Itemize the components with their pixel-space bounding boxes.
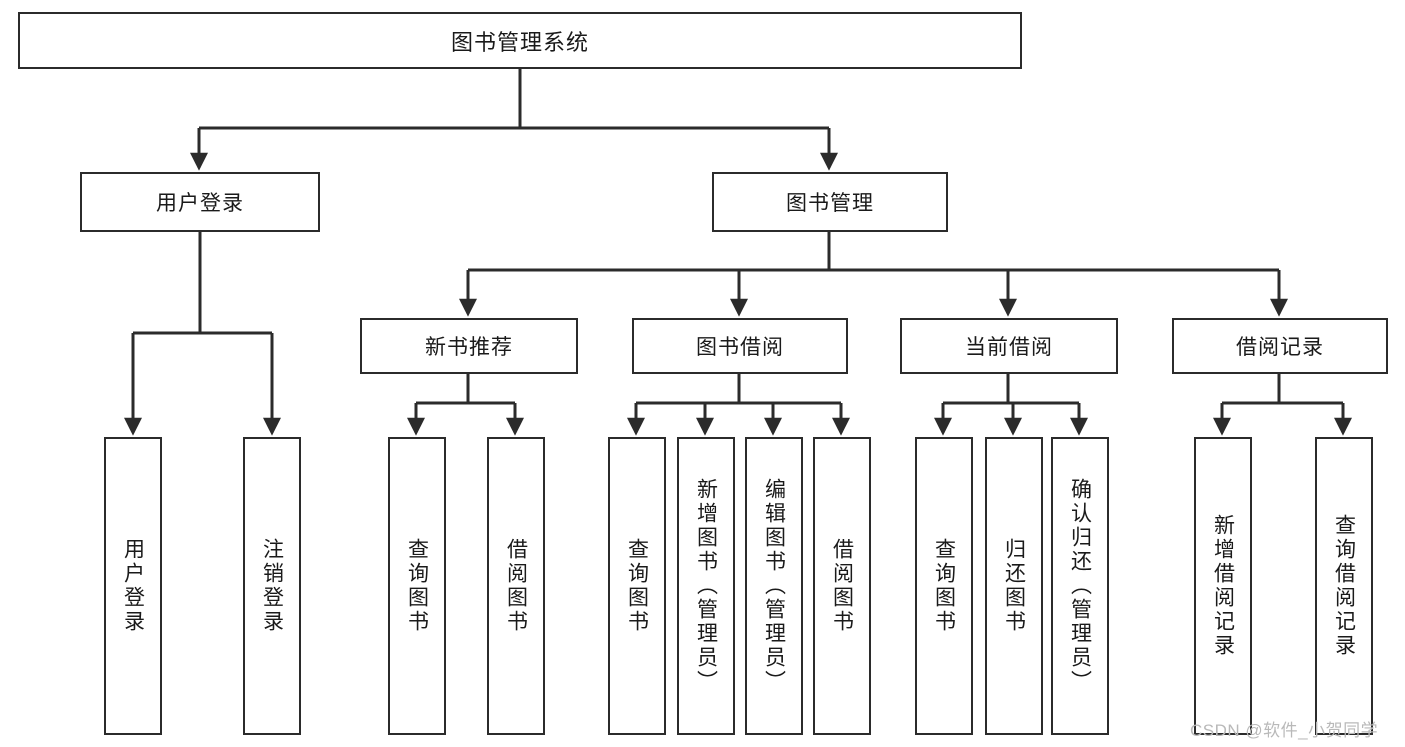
csdn-watermark: CSDN @软件_小贺同学 — [1190, 721, 1379, 740]
leaf-edit-book-admin[interactable]: 编辑图书（管理员） — [745, 437, 803, 735]
node-book-manage[interactable]: 图书管理 — [712, 172, 948, 232]
node-user-login[interactable]: 用户登录 — [80, 172, 320, 232]
leaf-add-book-admin[interactable]: 新增图书（管理员） — [677, 437, 735, 735]
leaf-query-book-nbr-label: 查询图书 — [405, 538, 429, 634]
leaf-query-borrow-record[interactable]: 查询借阅记录 — [1315, 437, 1373, 735]
node-current-borrow-label: 当前借阅 — [965, 336, 1053, 359]
leaf-user-login[interactable]: 用户登录 — [104, 437, 162, 735]
node-current-borrow[interactable]: 当前借阅 — [900, 318, 1118, 374]
leaf-query-book-cb-label: 查询图书 — [932, 538, 956, 634]
leaf-user-login-label: 用户登录 — [121, 538, 145, 634]
node-book-borrow[interactable]: 图书借阅 — [632, 318, 848, 374]
leaf-borrow-book-bb[interactable]: 借阅图书 — [813, 437, 871, 735]
leaf-add-borrow-record-label: 新增借阅记录 — [1211, 514, 1235, 658]
node-new-book-recommend[interactable]: 新书推荐 — [360, 318, 578, 374]
leaf-edit-book-admin-label: 编辑图书（管理员） — [762, 478, 786, 694]
node-book-borrow-label: 图书借阅 — [696, 336, 784, 359]
leaf-add-book-admin-label: 新增图书（管理员） — [694, 478, 718, 694]
leaf-borrow-book-nbr-label: 借阅图书 — [504, 538, 528, 634]
leaf-return-book[interactable]: 归还图书 — [985, 437, 1043, 735]
node-root-label: 图书管理系统 — [450, 29, 589, 55]
leaf-borrow-book-nbr[interactable]: 借阅图书 — [487, 437, 545, 735]
leaf-logout[interactable]: 注销登录 — [243, 437, 301, 735]
leaf-add-borrow-record[interactable]: 新增借阅记录 — [1194, 437, 1252, 735]
leaf-query-book-bb-label: 查询图书 — [625, 538, 649, 634]
leaf-query-borrow-record-label: 查询借阅记录 — [1332, 514, 1356, 658]
leaf-logout-label: 注销登录 — [260, 538, 284, 634]
leaf-query-book-nbr[interactable]: 查询图书 — [388, 437, 446, 735]
leaf-borrow-book-bb-label: 借阅图书 — [830, 538, 854, 634]
node-root[interactable]: 图书管理系统 — [18, 12, 1022, 69]
node-user-login-label: 用户登录 — [156, 192, 244, 215]
leaf-return-book-label: 归还图书 — [1002, 538, 1026, 634]
leaf-confirm-return-admin-label: 确认归还（管理员） — [1068, 478, 1092, 694]
leaf-confirm-return-admin[interactable]: 确认归还（管理员） — [1051, 437, 1109, 735]
leaf-query-book-cb[interactable]: 查询图书 — [915, 437, 973, 735]
node-borrow-record-label: 借阅记录 — [1236, 336, 1324, 359]
leaf-query-book-bb[interactable]: 查询图书 — [608, 437, 666, 735]
node-book-manage-label: 图书管理 — [786, 192, 874, 215]
node-new-book-recommend-label: 新书推荐 — [425, 336, 513, 359]
node-borrow-record[interactable]: 借阅记录 — [1172, 318, 1388, 374]
